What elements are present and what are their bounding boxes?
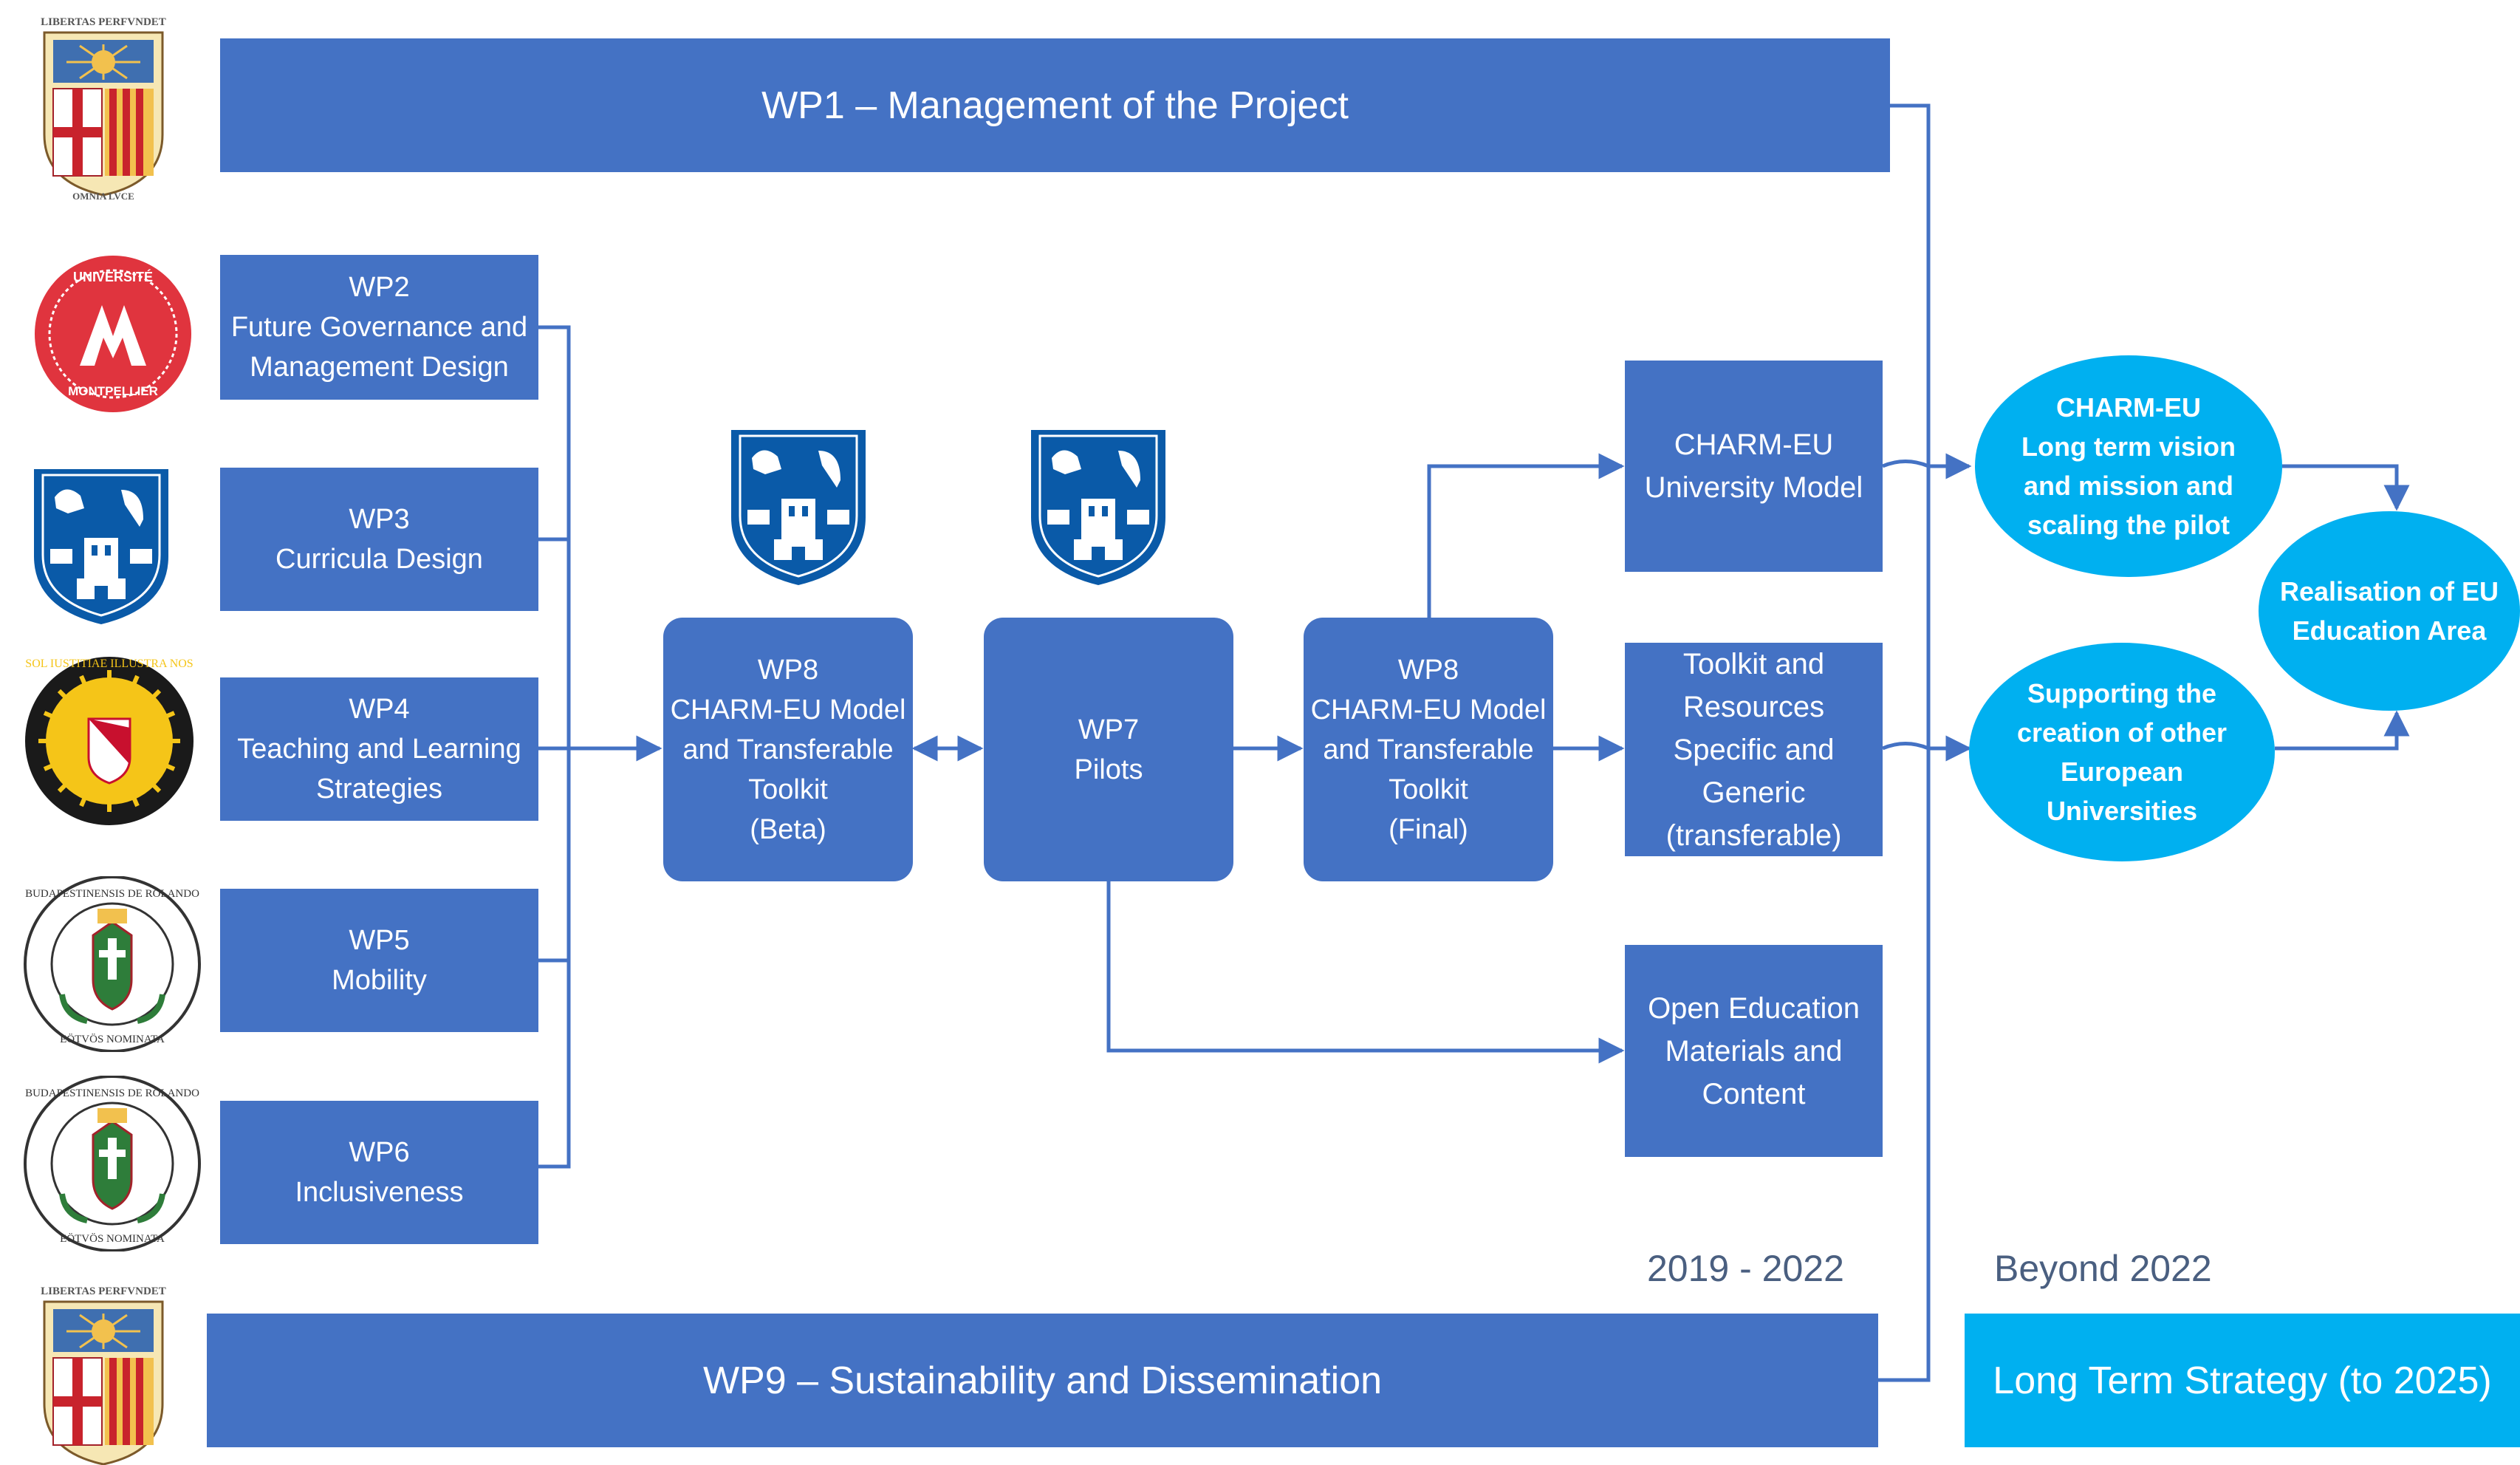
supporting-line-3: European <box>2060 757 2184 787</box>
supporting-line-4: Universities <box>2046 796 2198 826</box>
wp7-pilots-box: WP7 Pilots <box>984 618 1233 881</box>
svg-text:LIBERTAS PERFVNDET: LIBERTAS PERFVNDET <box>41 16 166 28</box>
university-montpellier-logo: UNIVERSITÉ MONTPELLIER <box>35 256 191 412</box>
wp5-box: WP5 Mobility <box>220 889 538 1032</box>
wp8-beta-box: WP8 CHARM-EU Model and Transferable Tool… <box>663 618 913 881</box>
university-barcelona-logo-bottom: LIBERTAS PERFVNDET <box>41 1285 166 1465</box>
wp8-final-line-1: WP8 <box>1397 654 1459 686</box>
wp2-line-2: Future Governance and <box>230 312 528 343</box>
arrow-vision-realisation <box>2282 464 2410 511</box>
wp8-beta-line-3: and Transferable <box>682 734 894 765</box>
wp3-line-2: Curricula Design <box>275 544 483 575</box>
open-education-box: Open Education Materials and Content <box>1625 945 1883 1157</box>
period-beyond-label: Beyond 2022 <box>1994 1248 2212 1289</box>
arrow-supporting-realisation <box>2275 710 2410 751</box>
open-education-line-1: Open Education <box>1648 991 1860 1025</box>
wp6-box: WP6 Inclusiveness <box>220 1101 538 1244</box>
arrow-pilots-open <box>1106 881 1625 1064</box>
toolkit-line-4: Generic <box>1702 776 1806 809</box>
wp2-line-1: WP2 <box>349 272 410 303</box>
wp7-line-2: Pilots <box>1074 754 1143 785</box>
svg-text:UNIVERSITÉ: UNIVERSITÉ <box>73 269 153 284</box>
svg-text:BUDAPESTINENSIS DE ROLANDO: BUDAPESTINENSIS DE ROLANDO <box>25 1087 199 1099</box>
wp4-line-2: Teaching and Learning <box>237 734 521 765</box>
wp8-beta-line-1: WP8 <box>757 654 819 686</box>
long-term-vision-ellipse: CHARM-EU Long term vision and mission an… <box>1975 355 2282 577</box>
long-term-strategy-bar: Long Term Strategy (to 2025) <box>1965 1314 2520 1447</box>
svg-text:MONTPELLIER: MONTPELLIER <box>68 384 158 398</box>
realisation-line-1: Realisation of EU <box>2279 576 2499 607</box>
wp8-final-line-3: and Transferable <box>1323 734 1534 765</box>
toolkit-line-1: Toolkit and <box>1682 647 1825 680</box>
vision-line-2: Long term vision <box>2021 431 2236 462</box>
realisation-line-2: Education Area <box>2292 615 2487 646</box>
wp7-line-1: WP7 <box>1078 714 1140 745</box>
period-current-label: 2019 - 2022 <box>1647 1248 1844 1289</box>
wp6-line-2: Inclusiveness <box>295 1177 464 1208</box>
wp2-box: WP2 Future Governance and Management Des… <box>220 255 538 400</box>
wp5-line-1: WP5 <box>349 925 410 956</box>
arrow-final-model <box>1427 453 1625 618</box>
toolkit-resources-box: Toolkit and Resources Specific and Gener… <box>1625 643 1883 856</box>
svg-text:SOL IUSTITIAE ILLUSTRA NOS: SOL IUSTITIAE ILLUSTRA NOS <box>25 658 193 670</box>
wp8-beta-line-4: Toolkit <box>748 774 828 805</box>
elte-logo-1: BUDAPESTINENSIS DE ROLANDO EÖTVÖS NOMINA… <box>24 876 201 1052</box>
university-model-box: CHARM-EU University Model <box>1625 361 1883 572</box>
wp9-label: WP9 – Sustainability and Dissemination <box>702 1359 1383 1402</box>
university-barcelona-logo-top: LIBERTAS PERFVNDET OMNIA LVCE <box>41 16 166 201</box>
vision-line-3: and mission and <box>2023 471 2234 501</box>
vision-line-4: scaling the pilot <box>2027 510 2230 540</box>
open-education-line-3: Content <box>1702 1077 1806 1110</box>
vision-line-1: CHARM-EU <box>2056 392 2201 423</box>
wp3-box: WP3 Curricula Design <box>220 468 538 611</box>
utrecht-university-logo: SOL IUSTITIAE ILLUSTRA NOS <box>25 657 194 825</box>
realisation-eu-ellipse: Realisation of EU Education Area <box>2259 511 2520 711</box>
arrow-to-supporting <box>1882 735 1972 762</box>
wp1-label: WP1 – Management of the Project <box>761 83 1349 127</box>
wp5-line-2: Mobility <box>332 965 427 996</box>
supporting-line-1: Supporting the <box>2027 678 2216 708</box>
wp6-line-1: WP6 <box>349 1137 410 1168</box>
toolkit-line-2: Resources <box>1682 690 1825 723</box>
svg-text:EÖTVÖS NOMINATA: EÖTVÖS NOMINATA <box>60 1033 165 1045</box>
trinity-college-logo-pilots <box>1031 430 1165 585</box>
toolkit-line-3: Specific and <box>1673 733 1835 766</box>
trinity-college-logo-beta <box>731 430 866 585</box>
svg-text:OMNIA LVCE: OMNIA LVCE <box>72 191 134 201</box>
wp8-final-line-5: (Final) <box>1389 813 1468 845</box>
supporting-line-2: creation of other <box>2016 717 2228 748</box>
wp8-beta-line-5: (Beta) <box>750 813 826 845</box>
long-term-strategy-label: Long Term Strategy (to 2025) <box>1993 1359 2492 1402</box>
university-model-line-2: University Model <box>1644 471 1863 504</box>
trinity-college-logo-left <box>34 469 168 624</box>
wp8-final-box: WP8 CHARM-EU Model and Transferable Tool… <box>1304 618 1553 881</box>
wp4-box: WP4 Teaching and Learning Strategies <box>220 677 538 821</box>
wp4-line-1: WP4 <box>349 694 410 725</box>
wp2-line-3: Management Design <box>250 352 509 383</box>
supporting-universities-ellipse: Supporting the creation of other Europea… <box>1969 643 2275 861</box>
toolkit-line-5: (transferable) <box>1665 819 1842 852</box>
wp8-final-line-2: CHARM-EU Model <box>1310 694 1547 725</box>
wp1-management-bar: WP1 – Management of the Project <box>220 38 1890 172</box>
svg-text:BUDAPESTINENSIS DE ROLANDO: BUDAPESTINENSIS DE ROLANDO <box>25 888 199 900</box>
wp4-line-3: Strategies <box>315 774 443 805</box>
wp8-final-line-4: Toolkit <box>1389 774 1468 805</box>
university-model-line-1: CHARM-EU <box>1674 428 1834 461</box>
arrow-to-vision <box>1882 453 1972 479</box>
svg-text:LIBERTAS PERFVNDET: LIBERTAS PERFVNDET <box>41 1285 166 1297</box>
wp9-sustainability-bar: WP9 – Sustainability and Dissemination <box>207 1314 1878 1447</box>
wp3-line-1: WP3 <box>349 504 410 535</box>
svg-text:EÖTVÖS NOMINATA: EÖTVÖS NOMINATA <box>60 1232 165 1245</box>
wp8-beta-line-2: CHARM-EU Model <box>670 694 906 725</box>
open-education-line-2: Materials and <box>1665 1034 1843 1068</box>
elte-logo-2: BUDAPESTINENSIS DE ROLANDO EÖTVÖS NOMINA… <box>24 1076 201 1251</box>
wp1-wp9-line <box>1878 103 1931 1382</box>
